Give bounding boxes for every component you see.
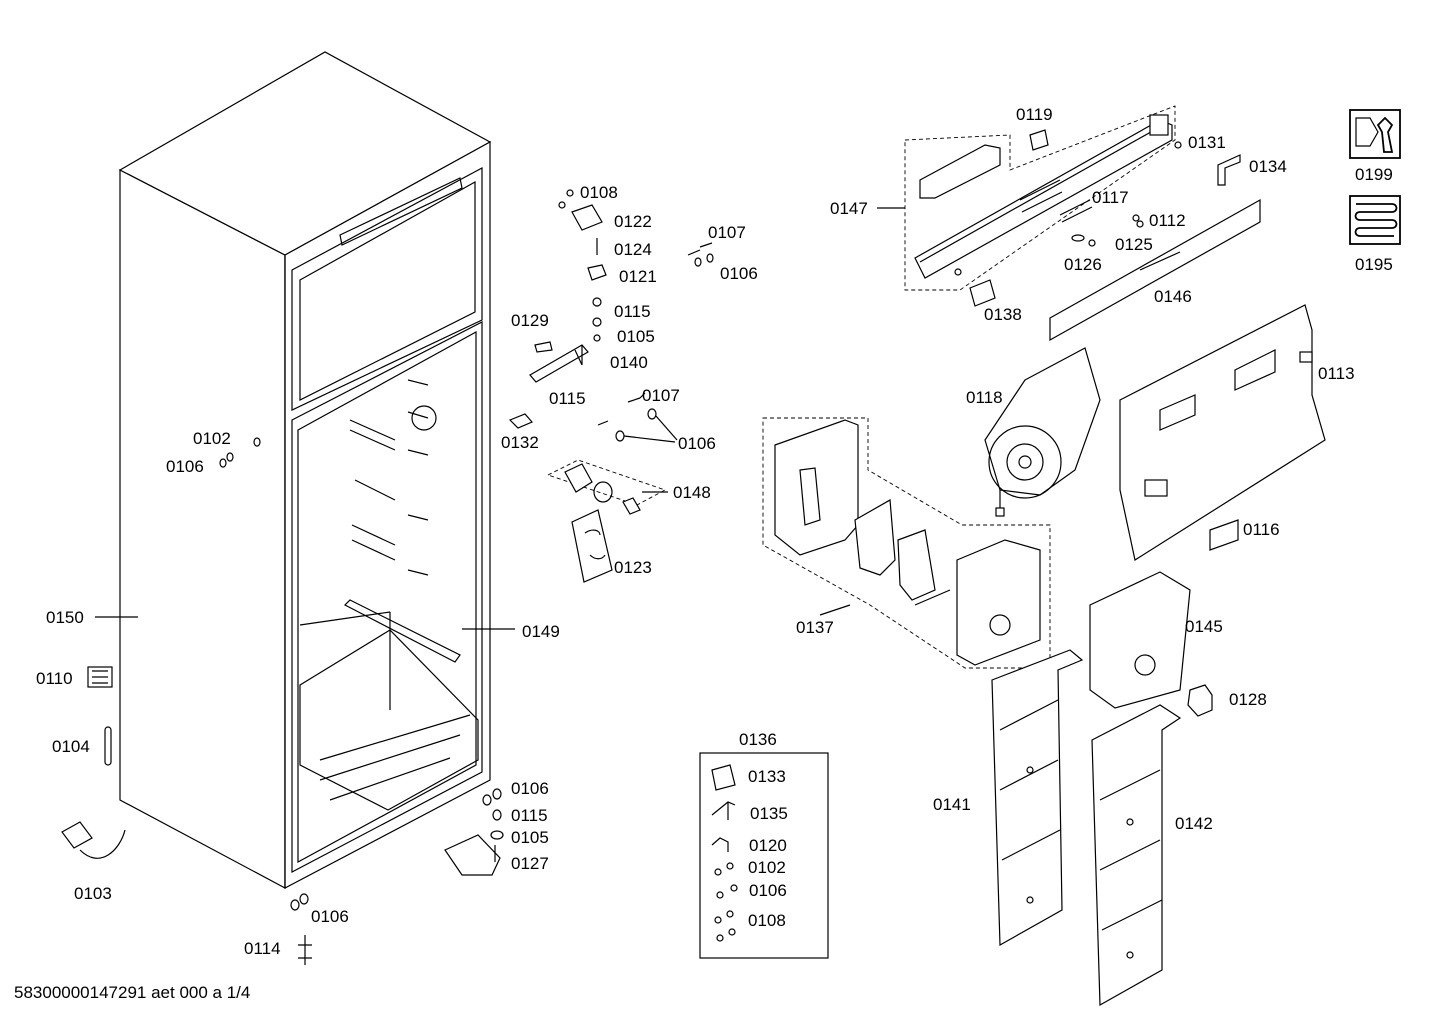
fridge-cabinet	[118, 51, 492, 889]
label-0103: 0103	[74, 884, 112, 903]
label-0127: 0127	[511, 854, 549, 873]
label-0115: 0115	[511, 806, 548, 825]
label-0116: 0116	[1243, 520, 1280, 539]
label-0106: 0106	[720, 264, 758, 283]
label-0118: 0118	[966, 388, 1003, 407]
label-0113: 0113	[1318, 364, 1355, 383]
label-0132: 0132	[501, 433, 539, 452]
part-0118-fan	[984, 347, 1101, 517]
bottom-hinge-parts	[444, 788, 504, 876]
label-0119: 0119	[1016, 105, 1053, 124]
label-0138: 0138	[984, 305, 1022, 324]
label-0146: 0146	[1154, 287, 1192, 306]
label-0107: 0107	[642, 386, 680, 405]
door-hinge-parts	[508, 189, 714, 443]
label-0141: 0141	[933, 795, 971, 814]
label-0106: 0106	[511, 779, 549, 798]
part-0137-group	[762, 417, 1051, 669]
label-0106: 0106	[678, 434, 716, 453]
label-0129: 0129	[511, 311, 549, 330]
label-0128: 0128	[1229, 690, 1267, 709]
label-0123: 0123	[614, 558, 652, 577]
label-0106: 0106	[166, 457, 204, 476]
label-0104: 0104	[52, 737, 90, 756]
label-0148: 0148	[673, 483, 711, 502]
label-0135: 0135	[750, 804, 788, 823]
label-0106: 0106	[749, 881, 787, 900]
label-0147: 0147	[830, 199, 868, 218]
label-0105: 0105	[511, 828, 549, 847]
label-0120: 0120	[749, 836, 787, 855]
label-0199: 0199	[1355, 165, 1393, 184]
part-0147-group	[877, 105, 1261, 342]
label-0125: 0125	[1115, 235, 1153, 254]
part-0113-panel	[1119, 304, 1326, 561]
label-0136: 0136	[739, 730, 777, 749]
left-small-parts	[61, 437, 312, 965]
label-0108: 0108	[580, 183, 618, 202]
label-0122: 0122	[614, 212, 652, 231]
service-icons	[1349, 109, 1401, 245]
part-0145	[1089, 571, 1213, 717]
label-0149: 0149	[522, 622, 560, 641]
part-0148-group	[546, 459, 668, 583]
label-0112: 0112	[1149, 211, 1186, 230]
label-0145: 0145	[1185, 617, 1223, 636]
label-0140: 0140	[610, 353, 648, 372]
label-0114: 0114	[244, 939, 281, 958]
label-0121: 0121	[619, 267, 657, 286]
label-0102: 0102	[748, 858, 786, 877]
label-0131: 0131	[1188, 133, 1226, 152]
label-0142: 0142	[1175, 814, 1213, 833]
label-0115: 0115	[549, 389, 586, 408]
label-0137: 0137	[796, 618, 834, 637]
label-0107: 0107	[708, 223, 746, 242]
label-0108: 0108	[748, 911, 786, 930]
label-0117: 0117	[1092, 188, 1129, 207]
label-0102: 0102	[193, 429, 231, 448]
label-0124: 0124	[614, 240, 652, 259]
label-0126: 0126	[1064, 255, 1102, 274]
label-0133: 0133	[748, 767, 786, 786]
label-0195: 0195	[1355, 255, 1393, 274]
label-0105: 0105	[617, 327, 655, 346]
label-0110: 0110	[36, 669, 73, 688]
label-0106: 0106	[311, 907, 349, 926]
part-0141-0142	[991, 649, 1182, 1007]
label-0134: 0134	[1249, 157, 1287, 176]
label-0150: 0150	[46, 608, 84, 627]
document-id-footer: 58300000147291 aet 000 a 1/4	[14, 983, 251, 1002]
part-0136-kit-box	[699, 752, 829, 959]
label-0115: 0115	[614, 302, 651, 321]
